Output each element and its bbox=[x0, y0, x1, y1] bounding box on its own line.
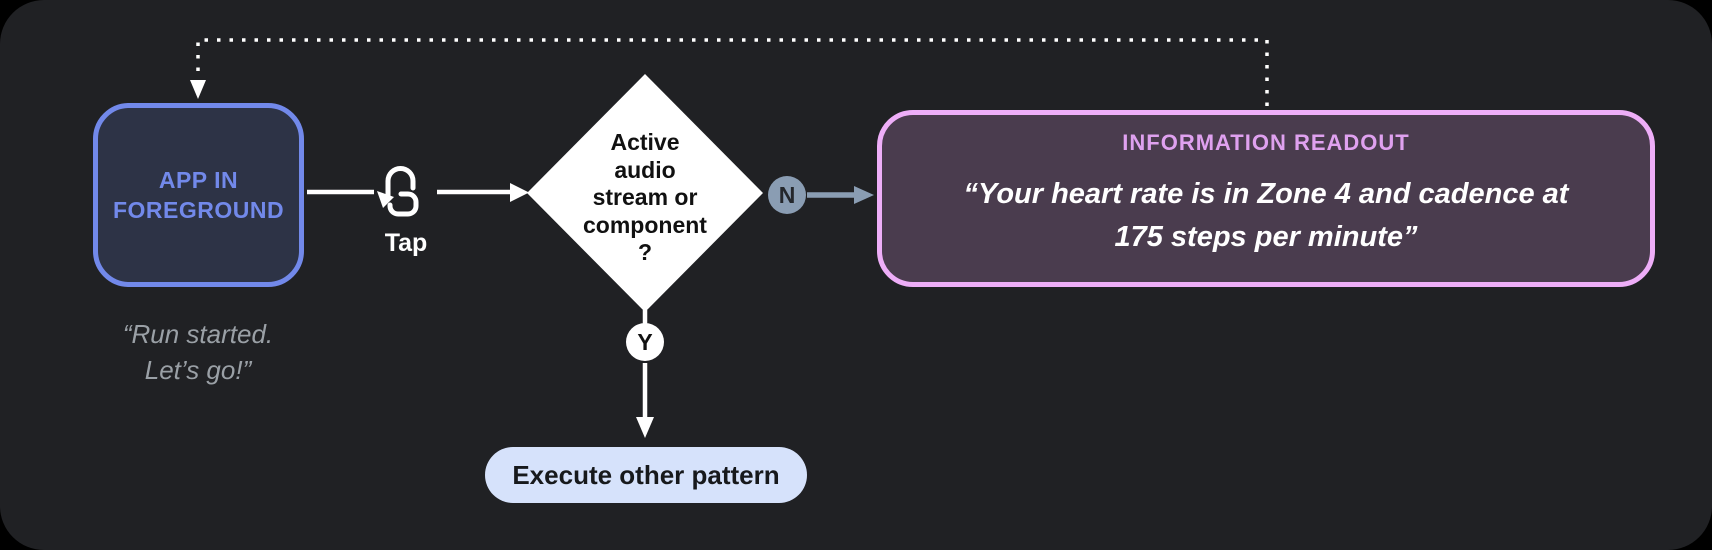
app-caption-line2: Let’s go!” bbox=[144, 355, 252, 385]
readout-quote-line1: “Your heart rate is in Zone 4 and cadenc… bbox=[963, 178, 1569, 210]
yes-branch-badge: Y bbox=[626, 323, 664, 361]
app-caption-line1: “Run started. bbox=[122, 319, 274, 349]
no-branch-badge: N bbox=[768, 176, 806, 214]
readout-spoken-quote: “Your heart rate is in Zone 4 and cadenc… bbox=[964, 173, 1569, 259]
readout-quote-line2: 175 steps per minute” bbox=[1114, 221, 1418, 253]
decision-line: component bbox=[583, 211, 707, 238]
decision-question-text: Active audio stream or component ? bbox=[545, 129, 745, 267]
decision-line: audio bbox=[614, 156, 676, 183]
decision-line: Active bbox=[610, 129, 680, 155]
app-node-label-line1: APP IN bbox=[158, 167, 239, 193]
information-readout-node: INFORMATION READOUT “Your heart rate is … bbox=[877, 110, 1655, 287]
tap-action-label: Tap bbox=[384, 229, 428, 257]
execute-other-pattern-node: Execute other pattern bbox=[485, 447, 807, 503]
app-node-label-line2: FOREGROUND bbox=[112, 197, 285, 223]
app-in-foreground-node: APP IN FOREGROUND bbox=[93, 103, 304, 287]
decision-line: ? bbox=[637, 239, 653, 265]
readout-title: INFORMATION READOUT bbox=[1122, 130, 1410, 155]
decision-line: stream or bbox=[592, 184, 698, 210]
app-spoken-caption: “Run started. Let’s go!” bbox=[68, 316, 328, 388]
